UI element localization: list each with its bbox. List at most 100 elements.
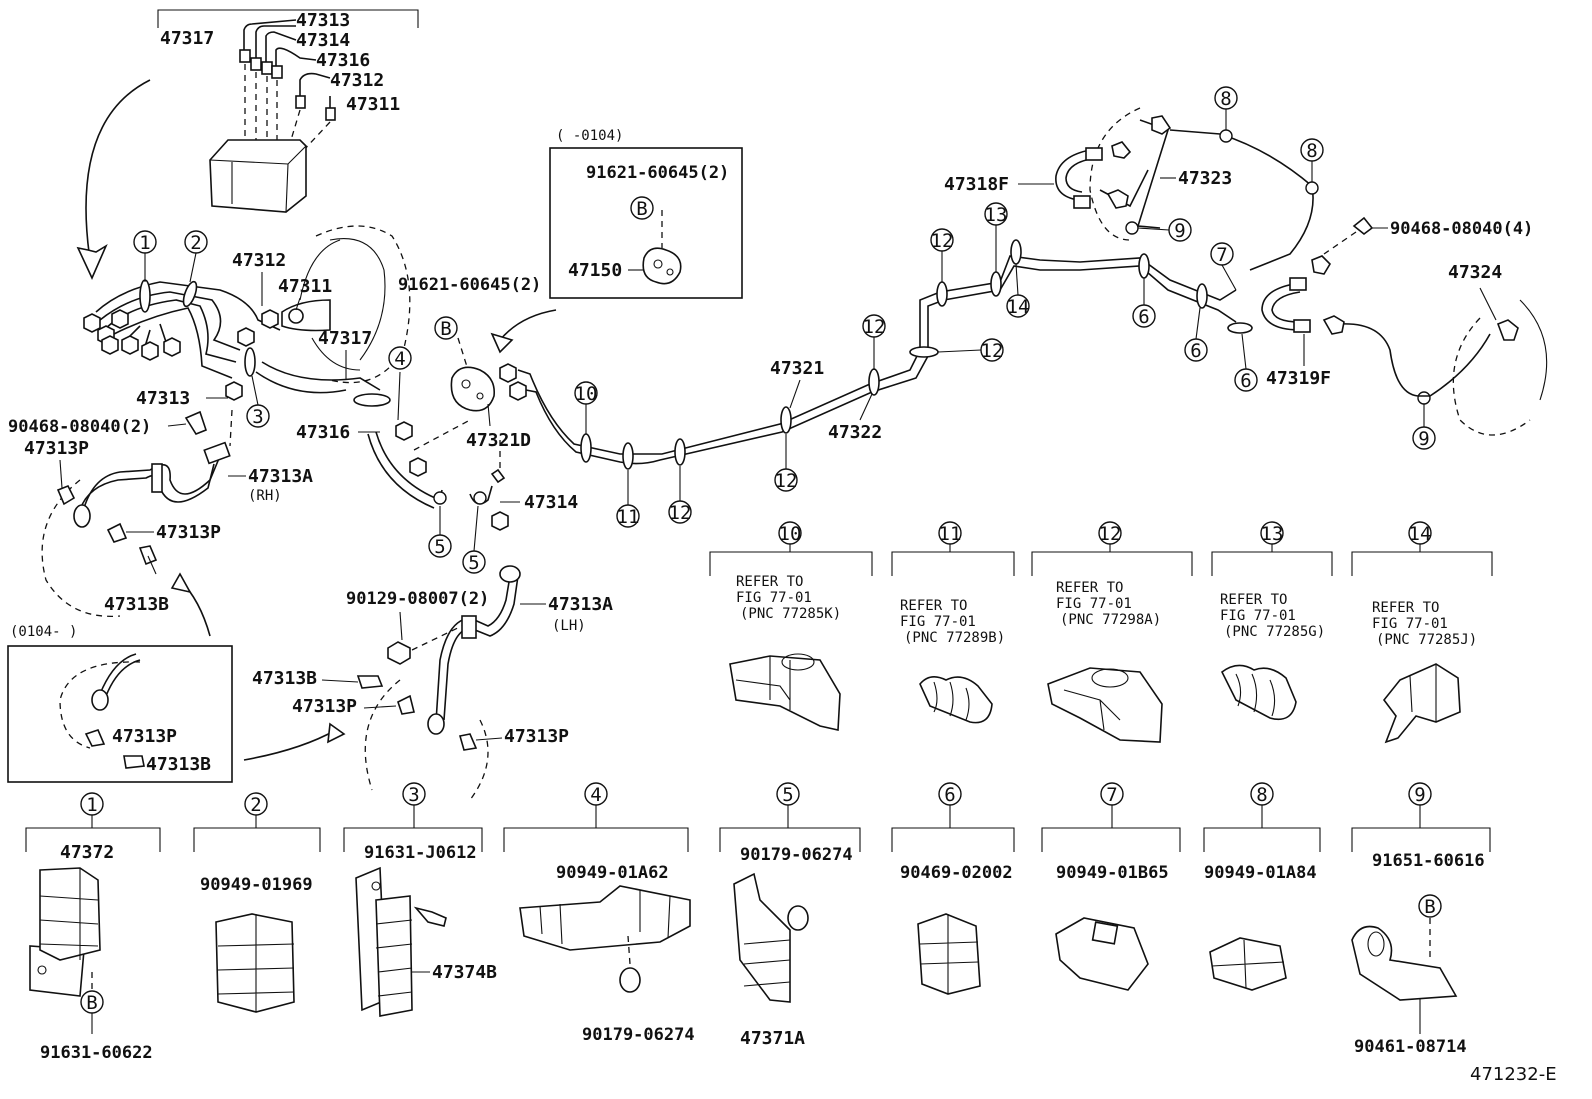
clamp-box-4: 4 90949-01A62 90179-06274 [503, 782, 695, 1045]
actuator-group: 47317 47313 47314 47316 47312 47311 [76, 9, 419, 280]
part-47312[interactable]: 47312 [232, 250, 286, 271]
callout-10[interactable]: 10 [575, 383, 598, 405]
callout-9a[interactable]: 9 [1174, 220, 1185, 242]
part-47150[interactable]: 47150 [568, 260, 622, 281]
part-47316-top[interactable]: 47316 [316, 50, 370, 71]
part-47313P-mid-right[interactable]: 47313P [504, 726, 569, 747]
callout-1[interactable]: 1 [139, 232, 150, 254]
clamp-1-num[interactable]: 1 [86, 794, 97, 816]
clamp-3-part[interactable]: 47374B [432, 962, 497, 983]
callout-12e[interactable]: 12 [931, 230, 954, 252]
refer-14-l2: FIG 77-01 [1372, 616, 1448, 632]
callout-13[interactable]: 13 [985, 204, 1008, 226]
callout-12b[interactable]: 12 [775, 470, 798, 492]
clamp-4-num[interactable]: 4 [590, 784, 601, 806]
marker-b-mid[interactable]: B [440, 318, 451, 340]
part-47323[interactable]: 47323 [1178, 168, 1232, 189]
fitting-nuts [83, 309, 413, 441]
part-47314-top[interactable]: 47314 [296, 30, 350, 51]
part-47311-top[interactable]: 47311 [346, 94, 400, 115]
callout-8b[interactable]: 8 [1306, 140, 1317, 162]
part-47317-top[interactable]: 47317 [160, 28, 214, 49]
part-90129-08007-2[interactable]: 90129-08007(2) [346, 589, 489, 609]
part-47322[interactable]: 47322 [828, 422, 882, 443]
clamp-4-part[interactable]: 90949-01A62 [556, 863, 669, 883]
clamp-4-nut[interactable]: 90179-06274 [582, 1025, 695, 1045]
callout-8a[interactable]: 8 [1220, 88, 1231, 110]
callout-5b[interactable]: 5 [468, 552, 479, 574]
clamp-9-b[interactable]: B [1424, 896, 1435, 918]
part-47312-top[interactable]: 47312 [330, 70, 384, 91]
part-47313P-lower[interactable]: 47313P [156, 522, 221, 543]
part-47313A-rh[interactable]: 47313A [248, 466, 313, 487]
part-47313P-inset[interactable]: 47313P [112, 726, 177, 747]
callout-6a[interactable]: 6 [1138, 306, 1149, 328]
callout-7[interactable]: 7 [1216, 244, 1227, 266]
clamp-6-part[interactable]: 90469-02002 [900, 863, 1013, 883]
refer-13-num[interactable]: 13 [1261, 523, 1284, 545]
callout-3[interactable]: 3 [252, 406, 263, 428]
refer-10-num[interactable]: 10 [779, 523, 802, 545]
part-47313B-inset[interactable]: 47313B [146, 754, 211, 775]
clamp-9-bolt[interactable]: 91651-60616 [1372, 851, 1485, 871]
part-47313A-lh[interactable]: 47313A [548, 594, 613, 615]
clamp-3-bolt[interactable]: 91631-J0612 [364, 843, 477, 863]
refer-12-num[interactable]: 12 [1099, 523, 1122, 545]
part-47313-top[interactable]: 47313 [296, 10, 350, 31]
part-47313[interactable]: 47313 [136, 388, 190, 409]
inset-up-to-0104: ( -0104) 91621-60645(2) B 47150 [490, 128, 743, 354]
clamp-2-part[interactable]: 90949-01969 [200, 875, 313, 895]
part-47318F[interactable]: 47318F [944, 174, 1009, 195]
clamp-5-part[interactable]: 47371A [740, 1028, 805, 1049]
callout-2[interactable]: 2 [190, 232, 201, 254]
callout-11[interactable]: 11 [617, 506, 640, 528]
part-47319F[interactable]: 47319F [1266, 368, 1331, 389]
callout-12c[interactable]: 12 [863, 316, 886, 338]
part-47316[interactable]: 47316 [296, 422, 350, 443]
part-91621-60645-mid[interactable]: 91621-60645(2) [398, 275, 541, 295]
callout-9b[interactable]: 9 [1418, 428, 1429, 450]
part-47313B-mid[interactable]: 47313B [252, 668, 317, 689]
clamp-2-num[interactable]: 2 [250, 794, 261, 816]
inset-label-upto-0104: ( -0104) [556, 128, 623, 144]
refer-14-num[interactable]: 14 [1409, 523, 1432, 545]
clamp-7-num[interactable]: 7 [1106, 784, 1117, 806]
part-91621-60645-inset[interactable]: 91621-60645(2) [586, 163, 729, 183]
part-47311[interactable]: 47311 [278, 276, 332, 297]
part-90468-08040-4[interactable]: 90468-08040(4) [1390, 219, 1533, 239]
clamp-box-9: 9 91651-60616 B 90461-08714 [1351, 782, 1491, 1057]
callout-14[interactable]: 14 [1007, 296, 1030, 318]
clamp-1-b[interactable]: B [86, 992, 97, 1014]
callout-6b[interactable]: 6 [1190, 340, 1201, 362]
marker-b-inset[interactable]: B [636, 198, 647, 220]
callout-5a[interactable]: 5 [434, 536, 445, 558]
refer-12-l1: REFER TO [1056, 580, 1123, 596]
part-47324[interactable]: 47324 [1448, 262, 1502, 283]
part-47317[interactable]: 47317 [318, 328, 372, 349]
clamp-9-part[interactable]: 90461-08714 [1354, 1037, 1467, 1057]
part-47313P-mid[interactable]: 47313P [292, 696, 357, 717]
clamp-1-part[interactable]: 47372 [60, 842, 114, 863]
clamp-5-num[interactable]: 5 [782, 784, 793, 806]
callout-4[interactable]: 4 [394, 348, 405, 370]
clamp-1-bolt[interactable]: 91631-60622 [40, 1043, 153, 1063]
clamp-8-num[interactable]: 8 [1256, 784, 1267, 806]
callout-12d[interactable]: 12 [981, 340, 1004, 362]
callout-12a[interactable]: 12 [669, 502, 692, 524]
clamp-8-part[interactable]: 90949-01A84 [1204, 863, 1317, 883]
part-90468-08040-2[interactable]: 90468-08040(2) [8, 417, 151, 437]
clamp-5-nut[interactable]: 90179-06274 [740, 845, 853, 865]
refer-11-num[interactable]: 11 [939, 523, 962, 545]
clamp-3-num[interactable]: 3 [408, 784, 419, 806]
clamp-9-num[interactable]: 9 [1414, 784, 1425, 806]
part-47314[interactable]: 47314 [524, 492, 578, 513]
callout-6c[interactable]: 6 [1240, 370, 1251, 392]
part-47313B-upper[interactable]: 47313B [104, 594, 169, 615]
part-47321D[interactable]: 47321D [466, 430, 531, 451]
clamp-6-num[interactable]: 6 [944, 784, 955, 806]
part-47321[interactable]: 47321 [770, 358, 824, 379]
clamp-box-1: 1 47372 B 91631-60622 [25, 792, 161, 1063]
part-47313P-upper[interactable]: 47313P [24, 438, 89, 459]
clamp-7-part[interactable]: 90949-01B65 [1056, 863, 1169, 883]
